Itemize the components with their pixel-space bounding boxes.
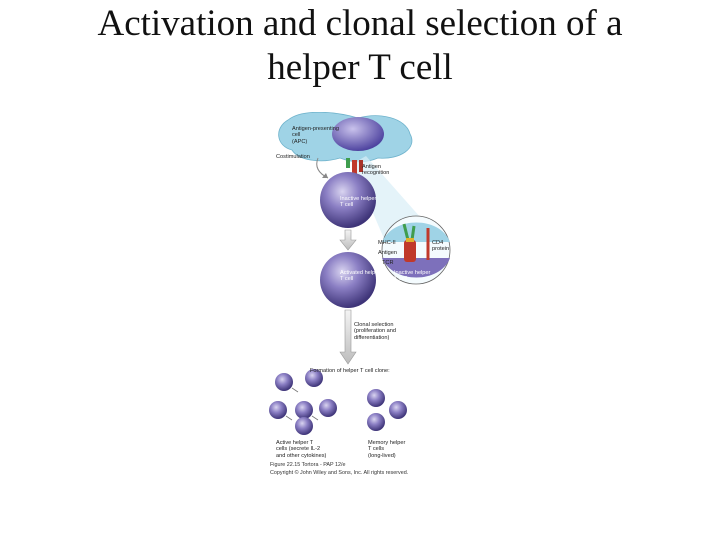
label-costimulation: Costimulation xyxy=(276,154,310,160)
inset-antigen xyxy=(406,238,414,242)
title-line-2: helper T cell xyxy=(267,47,453,88)
arrow-down-1 xyxy=(339,229,357,251)
label-mhc2: MHC-II xyxy=(378,240,396,246)
title-line-1: Activation and clonal selection of a xyxy=(97,3,623,44)
costimulation-arrowhead xyxy=(322,173,328,178)
cytokine-arrow xyxy=(285,415,293,421)
cytokine-arrow xyxy=(291,387,299,393)
inset-tcr xyxy=(404,240,416,262)
figure-caption-line-1: Figure 22.15 Tortora - PAP 12/e xyxy=(270,462,346,468)
memory-clone-cell xyxy=(367,413,385,431)
memory-clone-cell xyxy=(367,389,385,407)
contact-mhc xyxy=(346,158,350,168)
active-clone-cell xyxy=(275,373,293,391)
contact-cd4 xyxy=(359,160,363,172)
contact-tcr xyxy=(352,160,357,174)
apc-nucleus xyxy=(332,117,384,151)
active-clone-cell xyxy=(295,401,313,419)
inset-apc-membrane xyxy=(382,222,450,242)
figure-caption-line-2: Copyright © John Wiley and Sons, Inc. Al… xyxy=(270,470,409,476)
label-tcr: TCR xyxy=(382,260,394,266)
active-clone-cell xyxy=(305,369,323,387)
active-clone-cell xyxy=(319,399,337,417)
active-clone-cell xyxy=(269,401,287,419)
cytokine-arrow xyxy=(311,415,319,421)
inactive-helper-t-cell xyxy=(320,172,376,228)
label-clone-formation: Formation of helper T cell clone: xyxy=(310,368,390,374)
diagram-art xyxy=(269,112,451,435)
active-clone-cell xyxy=(295,417,313,435)
inset-t-cell-membrane xyxy=(382,258,450,278)
memory-clone-cell xyxy=(389,401,407,419)
arrow-down-2 xyxy=(339,309,357,365)
label-antigen: Antigen xyxy=(378,250,397,256)
slide-title: Activation and clonal selection of a hel… xyxy=(0,2,720,90)
activated-helper-t-cell xyxy=(320,252,376,308)
